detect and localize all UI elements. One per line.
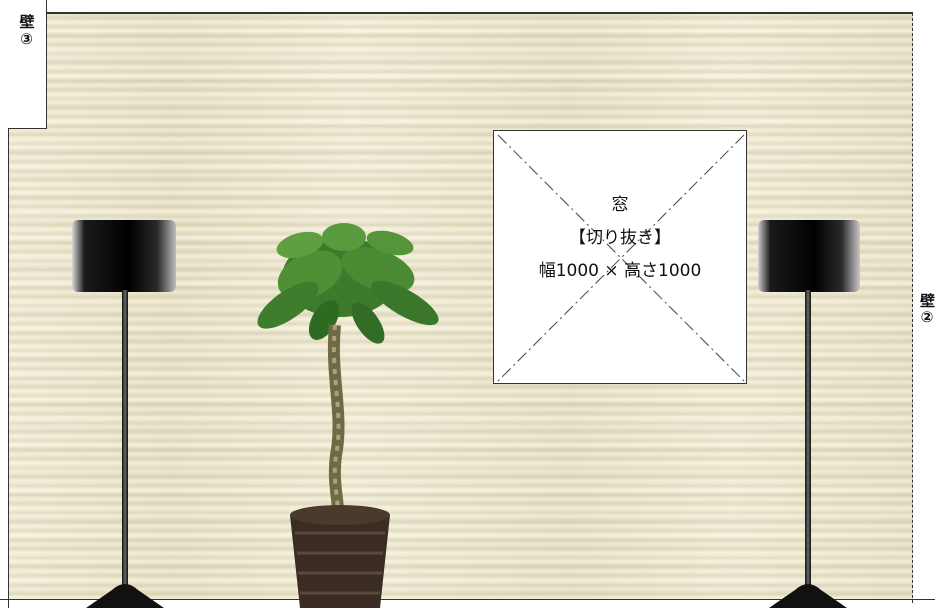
wall-right-dashed-edge — [912, 13, 913, 603]
window-subtitle: 【切り抜き】 — [569, 228, 671, 248]
top-border — [8, 12, 913, 13]
window-size: 幅1000 × 高さ1000 — [538, 261, 702, 281]
wall-2-label-box: 壁② — [914, 293, 935, 333]
window-label: 窓 【切り抜き】 幅1000 × 高さ1000 — [494, 189, 746, 288]
window-cutout: 窓 【切り抜き】 幅1000 × 高さ1000 — [493, 130, 747, 384]
wall-3-label-box: 壁③ — [8, 0, 47, 129]
bottom-border — [0, 599, 935, 600]
potted-plant — [257, 223, 439, 608]
floor-lamp-left — [72, 220, 176, 608]
left-border — [8, 0, 9, 608]
wall-2-label: 壁② — [918, 293, 935, 326]
window-cross-lines — [497, 134, 745, 382]
floor-lamp-right — [758, 220, 860, 608]
window-title: 窓 — [611, 195, 629, 215]
wall-panel — [8, 13, 913, 600]
wall-3-label: 壁③ — [17, 14, 36, 49]
plant-leaves — [257, 223, 439, 344]
